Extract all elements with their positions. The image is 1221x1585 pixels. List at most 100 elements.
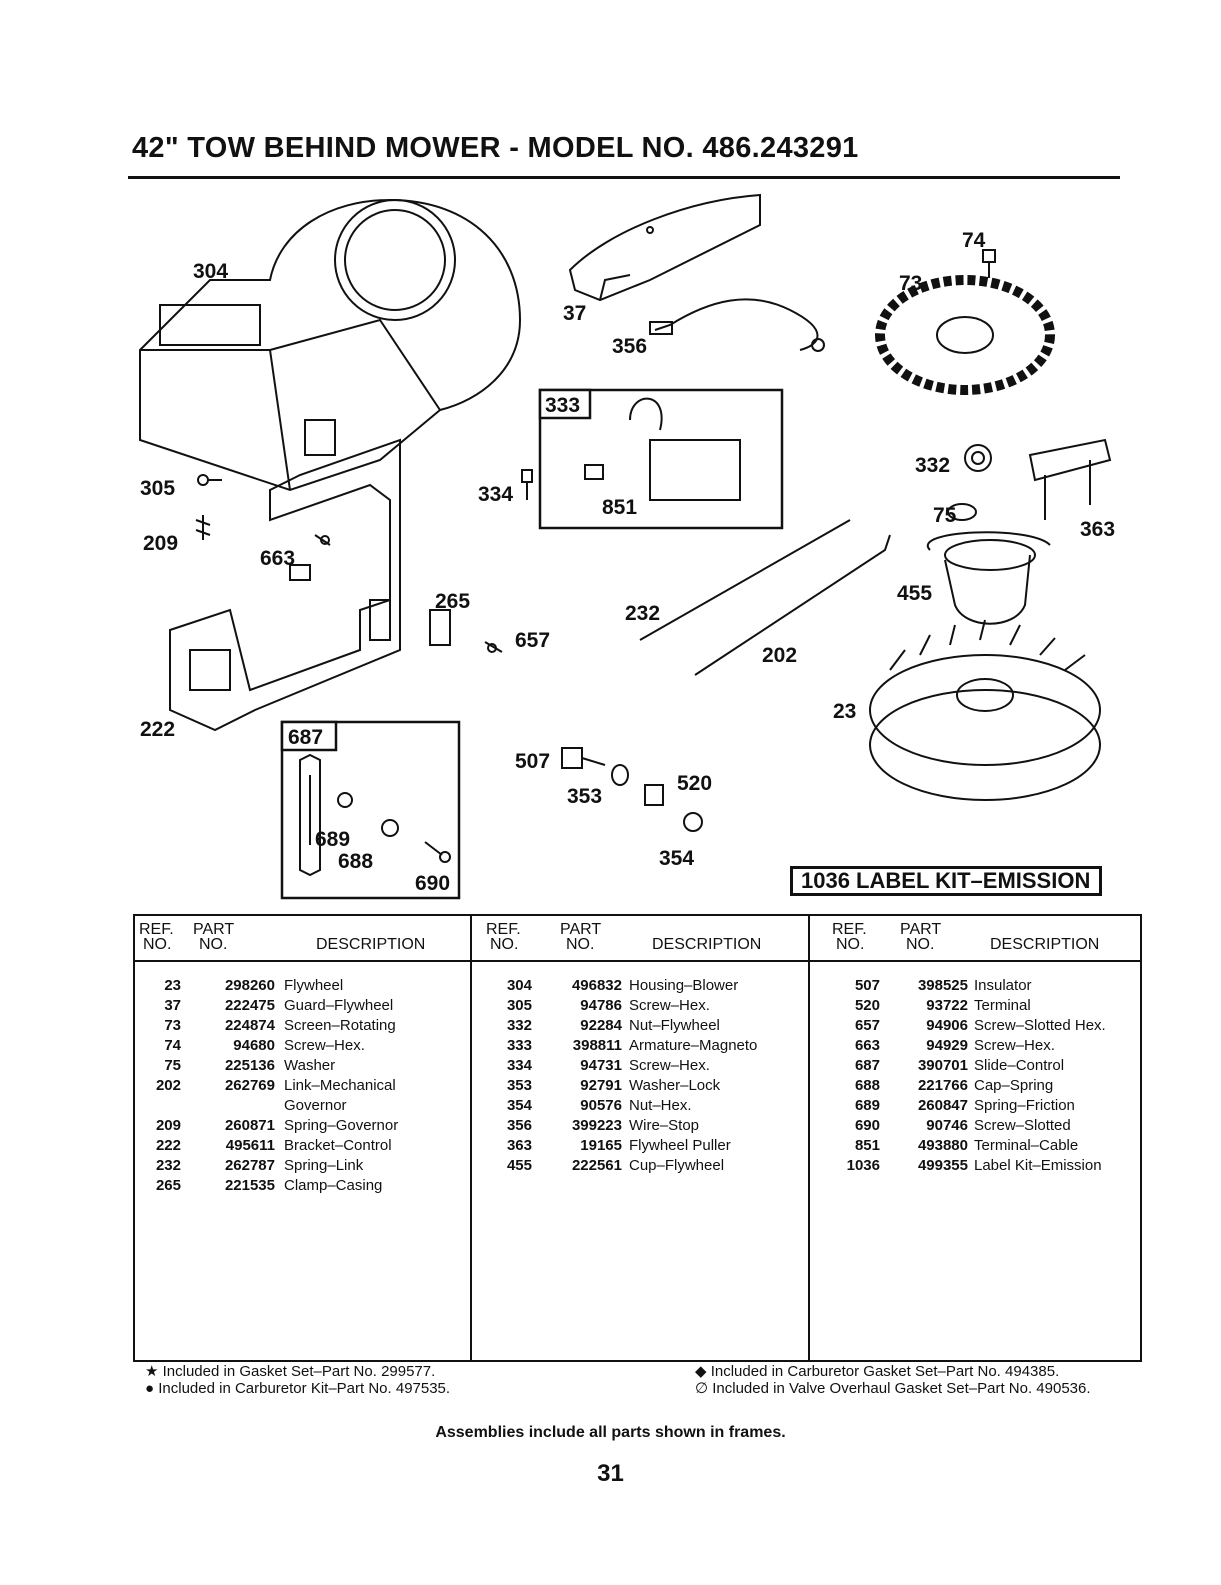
ref-number: 23 — [164, 977, 181, 994]
part-description: Insulator — [974, 977, 1032, 994]
ref-number: 688 — [854, 1077, 880, 1094]
callout-353: 353 — [567, 785, 602, 808]
callout-688: 688 — [338, 850, 373, 873]
header-ref: REF. — [832, 921, 867, 938]
callout-356: 356 — [612, 335, 647, 358]
ref-number: 74 — [164, 1037, 181, 1054]
part-number: 390701 — [917, 1057, 968, 1074]
part-number: 260871 — [224, 1117, 275, 1134]
part-number: 224874 — [224, 1017, 275, 1034]
armature-magneto-drawing — [584, 397, 741, 501]
footnote-carburetor-gasket-set: ◆ Included in Carburetor Gasket Set–Part… — [695, 1363, 1060, 1380]
ref-number: 520 — [854, 997, 880, 1014]
ref-number: 332 — [506, 1017, 532, 1034]
footnote-gasket-set: ★ Included in Gasket Set–Part No. 299577… — [145, 1363, 436, 1380]
ref-number: 232 — [155, 1157, 181, 1174]
part-description: Clamp–Casing — [284, 1177, 383, 1194]
part-description: Spring–Friction — [974, 1097, 1075, 1114]
clamp-casing-drawing — [429, 609, 451, 646]
ref-number: 73 — [164, 1017, 181, 1034]
part-number: 398525 — [917, 977, 968, 994]
blower-housing-drawing — [139, 198, 522, 492]
ref-number: 1036 — [846, 1157, 880, 1174]
part-description: Flywheel Puller — [629, 1137, 731, 1154]
callout-222: 222 — [140, 718, 175, 741]
spring-link-drawing — [639, 519, 851, 641]
header-part-no: NO. — [906, 936, 935, 953]
ref-number: 304 — [506, 977, 532, 994]
part-description: Bracket–Control — [284, 1137, 392, 1154]
ref-number: 507 — [854, 977, 880, 994]
flywheel-puller-drawing — [1028, 438, 1112, 520]
header-part-no: NO. — [566, 936, 595, 953]
part-number: 92284 — [580, 1017, 622, 1034]
footnote-carburetor-kit: ● Included in Carburetor Kit–Part No. 49… — [145, 1380, 451, 1397]
callout-209: 209 — [143, 532, 178, 555]
callout-37: 37 — [563, 302, 586, 325]
part-number: 94786 — [580, 997, 622, 1014]
header-ref: REF. — [139, 921, 174, 938]
callout-265: 265 — [435, 590, 470, 613]
insulator-drawing — [561, 747, 583, 769]
column-header: REF. NO. PART NO. DESCRIPTION — [133, 914, 470, 962]
header-description: DESCRIPTION — [316, 936, 426, 953]
part-number: 262769 — [224, 1077, 275, 1094]
part-number: 93722 — [926, 997, 968, 1014]
control-bracket-drawing — [169, 438, 401, 732]
ref-number: 354 — [506, 1097, 532, 1114]
part-description: Governor — [284, 1097, 347, 1114]
part-number: 94906 — [926, 1017, 968, 1034]
part-description: Flywheel — [284, 977, 344, 994]
ref-number: 663 — [854, 1037, 880, 1054]
header-description: DESCRIPTION — [652, 936, 762, 953]
callout-305: 305 — [140, 477, 175, 500]
callout-663: 663 — [260, 547, 295, 570]
callout-23: 23 — [833, 700, 856, 723]
callout-73: 73 — [899, 272, 922, 295]
frame-label-687: 687 — [288, 726, 323, 749]
header-description: DESCRIPTION — [990, 936, 1100, 953]
ref-number: 363 — [506, 1137, 532, 1154]
stop-wire-drawing — [649, 298, 825, 352]
title-rule — [128, 176, 1120, 179]
part-number: 90746 — [926, 1117, 968, 1134]
part-description: Slide–Control — [974, 1057, 1065, 1074]
header-part: PART — [900, 921, 942, 938]
part-description: Screw–Slotted Hex. — [974, 1017, 1106, 1034]
callout-202: 202 — [762, 644, 797, 667]
part-number: 262787 — [224, 1157, 275, 1174]
part-number: 496832 — [571, 977, 622, 994]
ref-number: 356 — [506, 1117, 532, 1134]
page-title: 42" TOW BEHIND MOWER - MODEL NO. 486.243… — [132, 132, 859, 164]
ref-number: 689 — [854, 1097, 880, 1114]
ref-number: 202 — [155, 1077, 181, 1094]
assembly-note: Assemblies include all parts shown in fr… — [435, 1424, 786, 1441]
ref-number: 333 — [506, 1037, 532, 1054]
part-description: Link–Mechanical — [284, 1077, 396, 1094]
footnote-valve-overhaul-gasket-set: ∅ Included in Valve Overhaul Gasket Set–… — [695, 1380, 1091, 1397]
part-description: Screw–Hex. — [629, 1057, 710, 1074]
ref-number: 265 — [155, 1177, 181, 1194]
part-description: Armature–Magneto — [629, 1037, 758, 1054]
label-kit-emission-frame: 1036 LABEL KIT–EMISSION — [790, 866, 1102, 896]
part-number: 221535 — [224, 1177, 275, 1194]
part-number: 493880 — [917, 1137, 968, 1154]
exploded-parts-diagram: 333 687 304 37 356 74 73 851 334 332 75 … — [139, 193, 1115, 900]
